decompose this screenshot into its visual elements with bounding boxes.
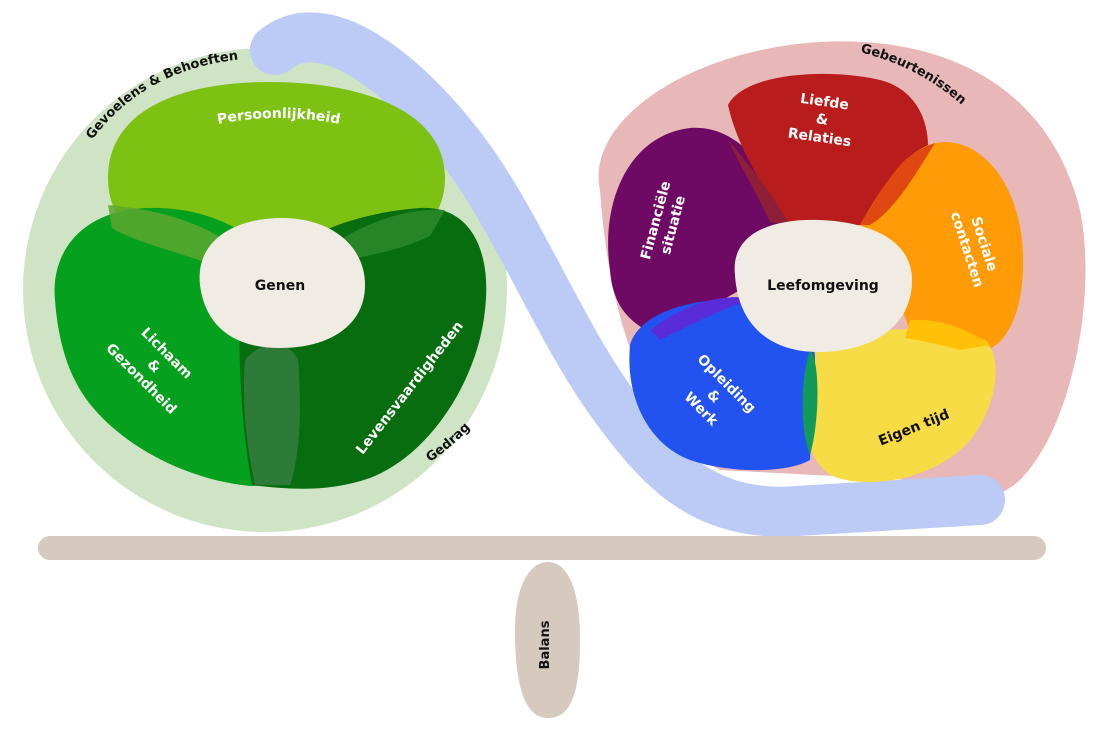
overlap-persoonlijkheid-lichaam — [108, 205, 225, 262]
center-genen — [199, 218, 365, 348]
overlap-persoonlijkheid-levensvaardigheden — [340, 209, 445, 260]
label-leefomgeving: Leefomgeving — [767, 278, 879, 294]
overlap-opleiding-eigen-tijd — [802, 350, 818, 455]
overlap-financieel-opleiding — [650, 297, 760, 340]
label-persoonlijkheid: Persoonlijkheid — [216, 106, 342, 128]
center-leefomgeving — [734, 219, 912, 352]
infinity-band — [250, 12, 1005, 538]
overlap-financieel-liefde — [728, 140, 790, 225]
svg-text:Liefde: Liefde — [799, 91, 850, 114]
label-genen: Genen — [255, 278, 305, 294]
overlap-liefde-sociale — [860, 143, 935, 225]
petal-liefde-relaties — [728, 73, 928, 226]
overlap-lichaam-levensvaardigheden — [243, 345, 300, 485]
petal-opleiding-werk — [629, 299, 815, 471]
label-balans: Balans — [538, 620, 553, 669]
balance-pivot — [515, 562, 580, 718]
petal-eigen-tijd — [803, 329, 996, 483]
svg-text:&: & — [815, 111, 829, 129]
overlap-sociale-eigen-tijd — [905, 319, 990, 350]
balance-beam — [38, 536, 1046, 560]
